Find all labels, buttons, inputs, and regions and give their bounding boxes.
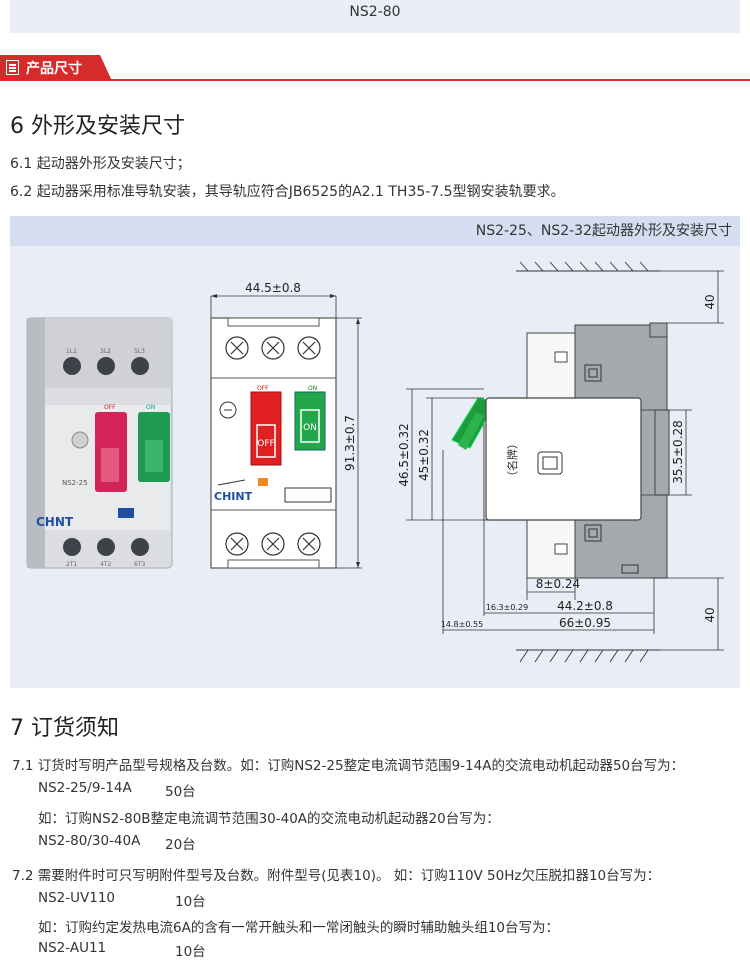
svg-text:CHNT: CHNT — [36, 515, 74, 529]
figure-caption: NS2-25、NS2-32起动器外形及安装尺寸 — [10, 216, 740, 246]
svg-text:91.3±0.7: 91.3±0.7 — [343, 415, 357, 471]
svg-text:40: 40 — [703, 607, 717, 622]
order-example-4-model: NS2-AU11 — [38, 940, 107, 956]
front-view: 44.5±0.8 OFF OFF ON ON — [210, 281, 362, 569]
order-line-3: 如：订购NS2-80B整定电流调节范围30-40A的交流电动机起动器20台写为： — [38, 811, 500, 827]
svg-text:1L1: 1L1 — [66, 348, 77, 355]
svg-text:（名牌）: （名牌） — [505, 438, 519, 482]
svg-text:ON: ON — [303, 423, 317, 433]
svg-text:44.2±0.8: 44.2±0.8 — [557, 599, 613, 613]
section6-p2: 6.2 起动器采用标准导轨安装，其导轨应符合JB6525的A2.1 TH35-7… — [10, 184, 565, 200]
document-icon — [6, 60, 19, 75]
svg-text:45±0.32: 45±0.32 — [417, 429, 431, 481]
model-banner-text: NS2-80 — [349, 4, 401, 20]
order-example-1-qty: 50台 — [165, 784, 196, 800]
svg-text:6T3: 6T3 — [134, 561, 145, 568]
order-line-1: 7.1 订货时写明产品型号规格及台数。如：订购NS2-25整定电流调节范围9-1… — [12, 758, 685, 774]
svg-text:66±0.95: 66±0.95 — [559, 616, 611, 630]
section-title: 产品尺寸 — [26, 61, 82, 77]
order-example-3-qty: 10台 — [175, 894, 206, 910]
side-view: 40 （名牌） 46.5±0.32 45±0.32 35.5±0.2 — [397, 261, 724, 663]
svg-text:46.5±0.32: 46.5±0.32 — [397, 423, 411, 487]
order-example-1-model: NS2-25/9-14A — [38, 780, 132, 796]
svg-text:2T1: 2T1 — [66, 561, 77, 568]
section6-p1: 6.1 起动器外形及安装尺寸； — [10, 156, 191, 172]
svg-text:NS2-25: NS2-25 — [62, 479, 88, 487]
order-example-2-qty: 20台 — [165, 837, 196, 853]
order-example-2-model: NS2-80/30-40A — [38, 833, 141, 849]
svg-text:35.5±0.28: 35.5±0.28 — [671, 420, 685, 484]
svg-text:14.8±0.55: 14.8±0.55 — [441, 620, 483, 629]
section6-heading: 6 外形及安装尺寸 — [10, 114, 185, 139]
svg-text:16.3±0.29: 16.3±0.29 — [486, 603, 528, 612]
section-header: 产品尺寸 — [0, 55, 750, 81]
section7-heading: 7 订货须知 — [10, 716, 119, 741]
order-line-5: 7.2 需要附件时可只写明附件型号及台数。附件型号(见表10)。 如：订购110… — [12, 868, 661, 884]
order-line-7: 如：订购约定发热电流6A的含有一常开触头和一常闭触头的瞬时辅助触头组10台写为： — [38, 920, 560, 936]
order-example-3-model: NS2-UV110 — [38, 890, 116, 906]
section-divider — [0, 79, 750, 81]
svg-text:OFF: OFF — [104, 404, 116, 411]
svg-text:CHINT: CHINT — [214, 490, 253, 503]
model-banner: NS2-80 — [10, 0, 740, 33]
order-example-4-qty: 10台 — [175, 944, 206, 960]
svg-text:8±0.24: 8±0.24 — [536, 577, 580, 591]
svg-text:40: 40 — [703, 294, 717, 309]
svg-text:ON: ON — [308, 385, 317, 392]
svg-text:OFF: OFF — [257, 385, 269, 392]
svg-text:OFF: OFF — [257, 439, 274, 449]
svg-text:44.5±0.8: 44.5±0.8 — [245, 281, 301, 295]
svg-text:ON: ON — [146, 404, 155, 411]
svg-text:5L3: 5L3 — [134, 348, 145, 355]
svg-text:4T2: 4T2 — [100, 561, 111, 568]
product-photo: 1L1 3L2 5L3 OFF ON NS2-25 CHNT 2T1 4T2 6… — [26, 317, 173, 569]
svg-text:3L2: 3L2 — [100, 348, 111, 355]
